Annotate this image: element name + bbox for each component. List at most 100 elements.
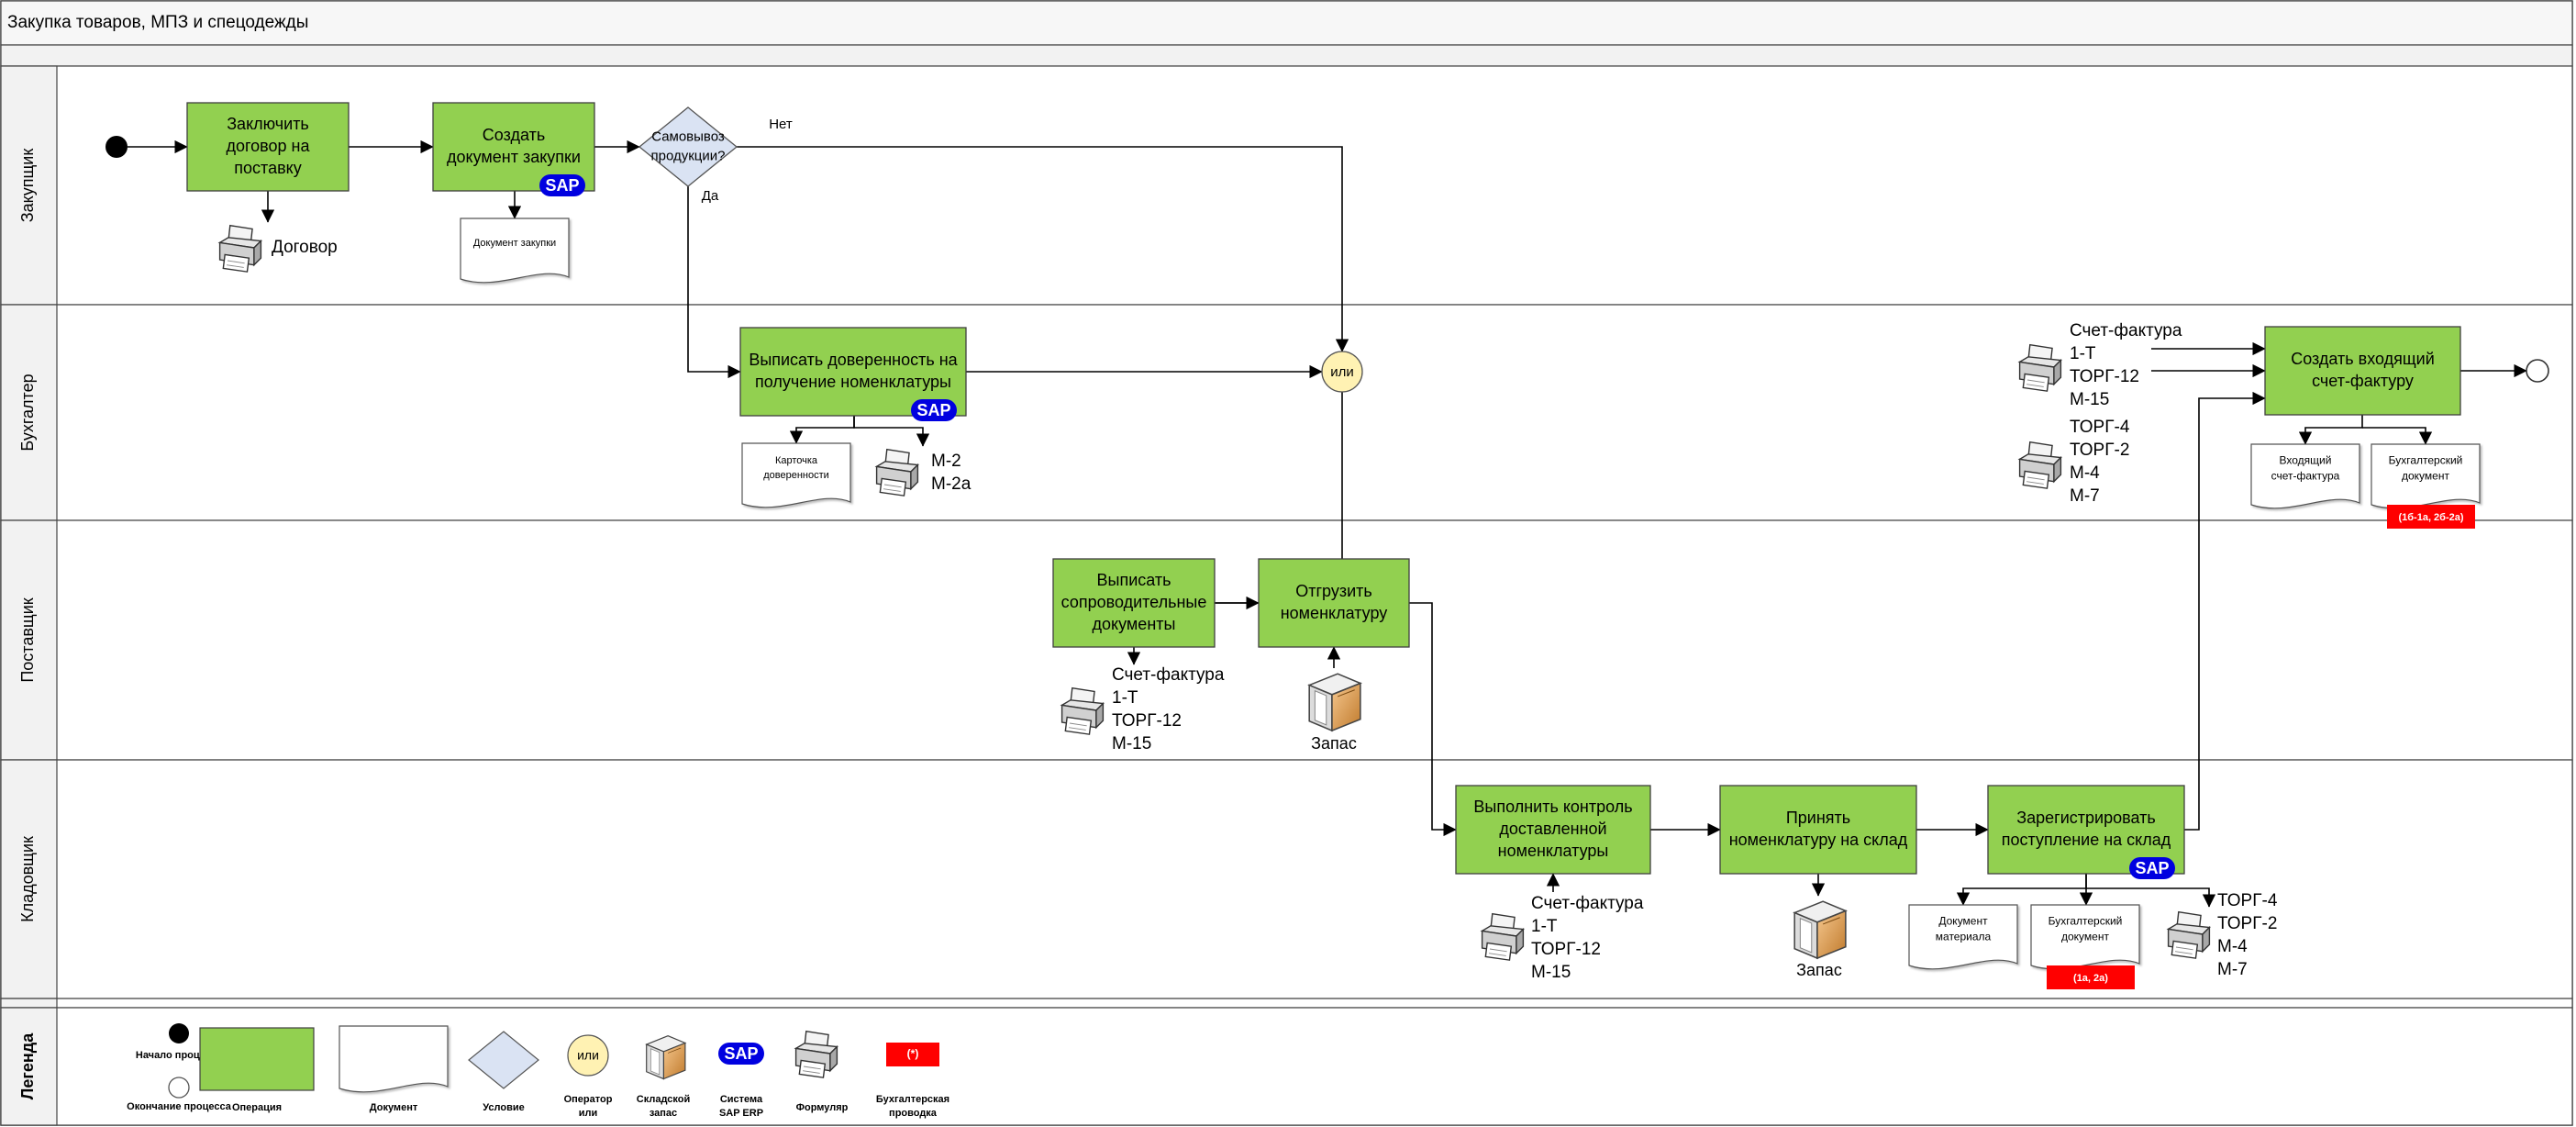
lane-accountant-header (0, 304, 58, 521)
decision-label-line: продукции? (651, 148, 726, 163)
operation-label-line: доставленной (1499, 820, 1606, 838)
document-shape (2250, 443, 2360, 509)
document-shape (2030, 904, 2140, 970)
sap-badge: SAP (2129, 857, 2175, 879)
form-torg-top-line: М-4 (2070, 463, 2100, 483)
legend-stock-label-line: запас (650, 1108, 677, 1119)
form-invoice-set-top-line: ТОРГ-12 (2070, 367, 2139, 386)
operation-label-line: документ закупки (447, 148, 581, 166)
sap-badge-bg (2129, 857, 2175, 879)
sap-badge-label: SAP (916, 401, 950, 419)
sap-badge-bg (911, 399, 957, 421)
document-accounting-top-label-line: Бухгалтерский (2389, 454, 2463, 467)
operation-label-line: Выписать доверенность на (749, 351, 958, 369)
form-m2-line: М-2а (931, 474, 972, 494)
legend-lane-label: Легенда (18, 1032, 37, 1099)
lane-storekeeper-header (0, 759, 58, 999)
form-torg-bottom-line: ТОРГ-4 (2217, 891, 2278, 910)
document-shape (1908, 904, 2018, 970)
title-bar (0, 0, 2573, 46)
posting-badge-label: (1а, 2а) (2073, 973, 2108, 984)
form-torg-top-line: ТОРГ-4 (2070, 418, 2130, 437)
form-invoice-set-storekeeper-line: М-15 (1531, 963, 1571, 982)
form-invoice-set-top-line: Счет-фактура (2070, 321, 2182, 340)
document-incoming-invoice: Входящий счет-фактура (2250, 443, 2360, 509)
sap-badge: SAP (911, 399, 957, 421)
pool-header-strip (0, 44, 2573, 67)
operation-label-line: сопроводительные (1061, 593, 1207, 611)
operation-op7[interactable]: Выполнить контрольдоставленнойноменклату… (1455, 785, 1651, 875)
legend-lane-header (0, 1007, 58, 1126)
sap-badge: SAP (539, 174, 585, 196)
legend-form-label: Формуляр (796, 1102, 849, 1113)
form-m2-line: М-2 (931, 452, 961, 471)
operation-label-line: Зарегистрировать (2016, 809, 2155, 827)
flow-decision-yes (687, 186, 741, 379)
operation-label-line: Создать (483, 126, 545, 144)
operation-label-line: Принять (1786, 809, 1850, 827)
form-invoice-set-supplier-line: М-15 (1112, 734, 1151, 753)
operation-label-line: номенклатуру (1281, 604, 1388, 622)
form-contract-line: Договор (272, 238, 338, 257)
diagram-title: Закупка товаров, МПЗ и спецодежды (7, 13, 308, 32)
lane-accountant (0, 304, 2573, 521)
operation-box (1455, 785, 1651, 875)
document-material-label-line: материала (1936, 931, 1992, 943)
document-purchase-doc: Документ закупки (460, 218, 570, 284)
decision-no-label: Нет (769, 117, 793, 132)
document-incoming-invoice-label-line: Входящий (2280, 454, 2332, 467)
operation-label-line: счет-фактуру (2312, 372, 2414, 390)
legend-document-label: Документ (370, 1102, 418, 1113)
lane-spacer (0, 998, 2573, 1009)
form-invoice-set-storekeeper-line: 1-Т (1531, 917, 1558, 936)
sap-badge: SAP (718, 1043, 764, 1065)
flow-op3-m2 (853, 416, 930, 447)
document-purchase-doc-label-line: Документ закупки (473, 238, 556, 249)
operation-box (1258, 558, 1410, 648)
operation-op3[interactable]: Выписать доверенность на получение номенк… (739, 327, 967, 421)
form-invoice-set-supplier-line: Счет-фактура (1112, 665, 1225, 685)
legend-condition-label: Условие (483, 1102, 524, 1113)
operation-label-line: получение номенклатуры (755, 373, 951, 391)
legend-sap-label-line: Система (720, 1094, 763, 1105)
lane-supplier-header (0, 519, 58, 761)
document-incoming-invoice-label-line: счет-фактура (2271, 470, 2340, 483)
posting-badge (2047, 965, 2135, 989)
document-power-attorney-card-label-line: доверенности (763, 470, 829, 481)
legend-sap-label-line: SAP ERP (719, 1108, 763, 1119)
operation-label-line: Отгрузить (1295, 582, 1372, 600)
or-operator: или (1321, 351, 1363, 393)
operation-box (2264, 326, 2461, 416)
lane-storekeeper (0, 759, 2573, 999)
operation-box (1052, 558, 1216, 648)
flow-op4-incoming-invoice (2298, 415, 2363, 445)
form-torg-bottom-line: ТОРГ-2 (2217, 914, 2277, 933)
legend-posting-symbol (886, 1043, 939, 1066)
sap-badge-label: SAP (2135, 859, 2169, 877)
form-invoice-set-supplier-line: ТОРГ-12 (1112, 711, 1182, 731)
operation-label-line: договор на (226, 137, 310, 155)
document-accounting-bottom-label-line: Бухгалтерский (2049, 915, 2123, 928)
flow-op9-torg (2086, 887, 2216, 908)
document-accounting-top-label-line: документ (2402, 470, 2449, 483)
operation-box (1719, 785, 1917, 875)
operation-op6[interactable]: Отгрузить номенклатуру (1258, 558, 1410, 648)
document-power-attorney-card-label-line: Карточка (775, 455, 818, 466)
process-start (105, 136, 128, 158)
form-invoice-set-top-line: М-15 (2070, 390, 2109, 409)
or-circle (1321, 351, 1363, 393)
document-shape (2371, 443, 2481, 509)
stock-label-supplier: Запас (1311, 734, 1357, 753)
form-invoice-set-supplier-line: 1-Т (1112, 688, 1138, 708)
legend-or-symbol-label: или (577, 1048, 599, 1063)
